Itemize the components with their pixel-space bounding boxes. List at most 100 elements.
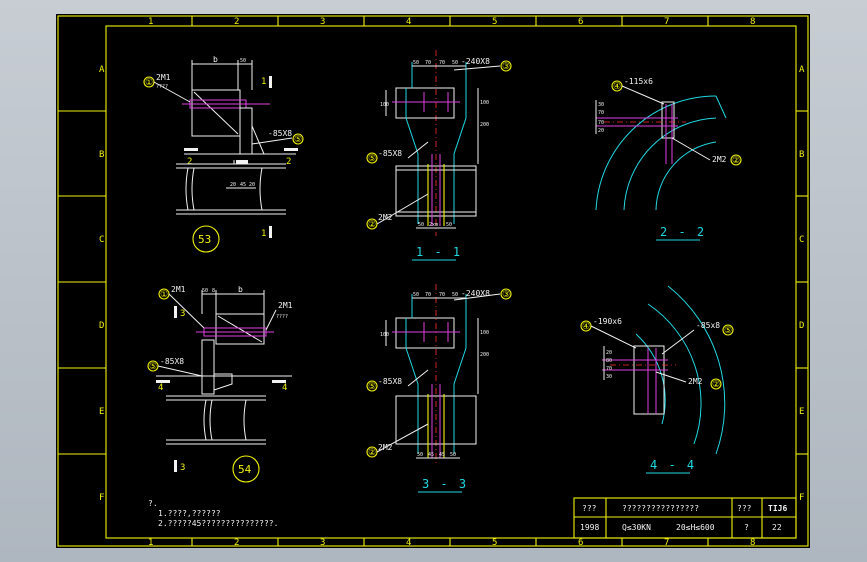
callout-2: ②: [712, 380, 720, 390]
dim: 70: [439, 60, 445, 66]
ruler-num: 5: [492, 538, 497, 548]
ruler-letter: D: [799, 321, 804, 331]
drawing-svg: 1 2 3 4 5 6 7 8 1 2 3 4 5 6 7 8 A B C D …: [57, 15, 809, 548]
ruler-letter: B: [99, 150, 104, 160]
section-4-4[interactable]: 20 80 70 30 ④ -190x6 -85x8 ⑤ 2M2 ② 4 - 4: [580, 285, 734, 474]
ruler-letter: C: [99, 235, 104, 245]
ruler-numbers-top: 1 2 3 4 5 6 7 8: [148, 17, 755, 27]
tb-code: TIJ6: [768, 504, 787, 513]
tb-cell-a: ???: [582, 504, 597, 513]
detail-number-54: 54: [238, 463, 252, 476]
dim: 50: [413, 60, 419, 66]
ruler-letter: A: [799, 65, 805, 75]
note-2: 2.?????45???????????????.: [158, 519, 278, 528]
ruler-num: 8: [750, 17, 755, 27]
tb-year: 1998: [580, 523, 599, 532]
tb-page: 22: [772, 523, 782, 532]
dim: 20: [606, 350, 612, 356]
dim: 100: [480, 100, 489, 106]
ruler-num: 7: [664, 538, 669, 548]
dim: 70: [598, 120, 604, 126]
section-mark-2: 2: [187, 157, 192, 167]
ruler-letters-right: A B C D E F: [799, 65, 805, 503]
label-2m1-b: 2M1: [278, 301, 293, 310]
section-title-4-4: 4 - 4: [650, 458, 696, 472]
plate-left: -190x6: [593, 317, 622, 326]
tb-q: ?: [744, 523, 749, 532]
detail-54[interactable]: 50 8 b ① 2M1 2M1 ???? 3 ⑤ -85X8 4 4: [147, 285, 293, 483]
callout-4: ④: [613, 82, 621, 92]
plate-side: -85X8: [378, 377, 402, 386]
callout-3: ③: [502, 290, 510, 300]
tb-title: ????????????????: [622, 504, 699, 513]
ruler-num: 1: [148, 538, 153, 548]
dim: 50: [418, 222, 424, 228]
callout-5: ⑤: [149, 362, 157, 372]
ruler-num: 1: [148, 17, 153, 27]
dim: 100: [380, 332, 389, 338]
callout-4: ④: [582, 322, 590, 332]
dim-50: 50: [240, 58, 246, 64]
ruler-letter: F: [99, 493, 104, 503]
note-1: 1.????,??????: [158, 509, 221, 518]
section-mark-3: 3: [180, 309, 185, 319]
dim: 70: [606, 366, 612, 372]
ruler-num: 6: [578, 538, 583, 548]
section-mark-4: 4: [158, 383, 163, 393]
dim-b: b: [213, 55, 218, 64]
ruler-num: 3: [320, 17, 325, 27]
dim: 2xm: [429, 222, 438, 228]
dim: 70: [425, 292, 431, 298]
tb-label: ???: [737, 504, 752, 513]
dim: 50: [413, 292, 419, 298]
section-2-2[interactable]: 30 70 70 20 ④ -115x6 2M2 ② 2 - 2: [595, 77, 742, 241]
callout-2: ②: [368, 220, 376, 230]
ruler-num: 4: [406, 538, 411, 548]
section-title-3-3: 3 - 3: [422, 477, 468, 491]
ruler-ticks: [58, 16, 808, 546]
ruler-letter: B: [799, 150, 804, 160]
ruler-num: 7: [664, 17, 669, 27]
ruler-letter: F: [799, 493, 804, 503]
detail-53[interactable]: b 50 1 ① 2M1 ???? -85X8 ⑤ 2 2: [143, 55, 304, 253]
plate-label: -115x6: [624, 77, 653, 86]
ruler-letter: A: [99, 65, 105, 75]
detail-number-53: 53: [198, 233, 211, 246]
callout-5: ⑤: [294, 135, 302, 145]
dim-50: 50: [202, 288, 208, 294]
callout-5: ⑤: [724, 326, 732, 336]
ruler-num: 6: [578, 17, 583, 27]
dim: 50: [450, 452, 456, 458]
dim: 50: [446, 222, 452, 228]
label-2m1: 2M1: [171, 285, 186, 294]
dim: 30: [606, 374, 612, 380]
drawing-canvas[interactable]: 1 2 3 4 5 6 7 8 1 2 3 4 5 6 7 8 A B C D …: [56, 14, 810, 548]
ruler-num: 2: [234, 538, 239, 548]
dim: 70: [598, 110, 604, 116]
plate-top: -240X8: [461, 289, 490, 298]
label-sub: ????: [276, 314, 288, 320]
ruler-letter: E: [99, 407, 104, 417]
part-2m2: 2M2: [688, 377, 703, 386]
tb-load: Q≤30KN: [622, 523, 651, 532]
plate-right: -85x8: [696, 321, 720, 330]
section-mark-2: 2: [286, 157, 291, 167]
section-title-1-1: 1 - 1: [416, 245, 462, 259]
section-3-3[interactable]: 50 70 70 50 100 200 100 -240X8 ③ -85X8 ⑤…: [366, 284, 512, 493]
ruler-letters-left: A B C D E F: [99, 65, 105, 503]
plate-side: -85X8: [378, 149, 402, 158]
section-1-1[interactable]: 50 70 70 50 100 200 100 -240X8 ③ -85X8 ⑤…: [366, 50, 512, 261]
dim: 70: [439, 292, 445, 298]
dim-b: b: [238, 285, 243, 294]
callout-5: ⑤: [368, 382, 376, 392]
tb-height: 20≤H≤600: [676, 523, 715, 532]
title-block: ??? 1998 ???????????????? Q≤30KN 20≤H≤60…: [573, 497, 797, 539]
ruler-num: 5: [492, 17, 497, 27]
dim: 45: [428, 452, 434, 458]
callout-3: ③: [502, 62, 510, 72]
ruler-numbers-bottom: 1 2 3 4 5 6 7 8: [148, 538, 755, 548]
dim: 20: [230, 182, 236, 188]
ruler-num: 2: [234, 17, 239, 27]
dim: 100: [380, 102, 389, 108]
